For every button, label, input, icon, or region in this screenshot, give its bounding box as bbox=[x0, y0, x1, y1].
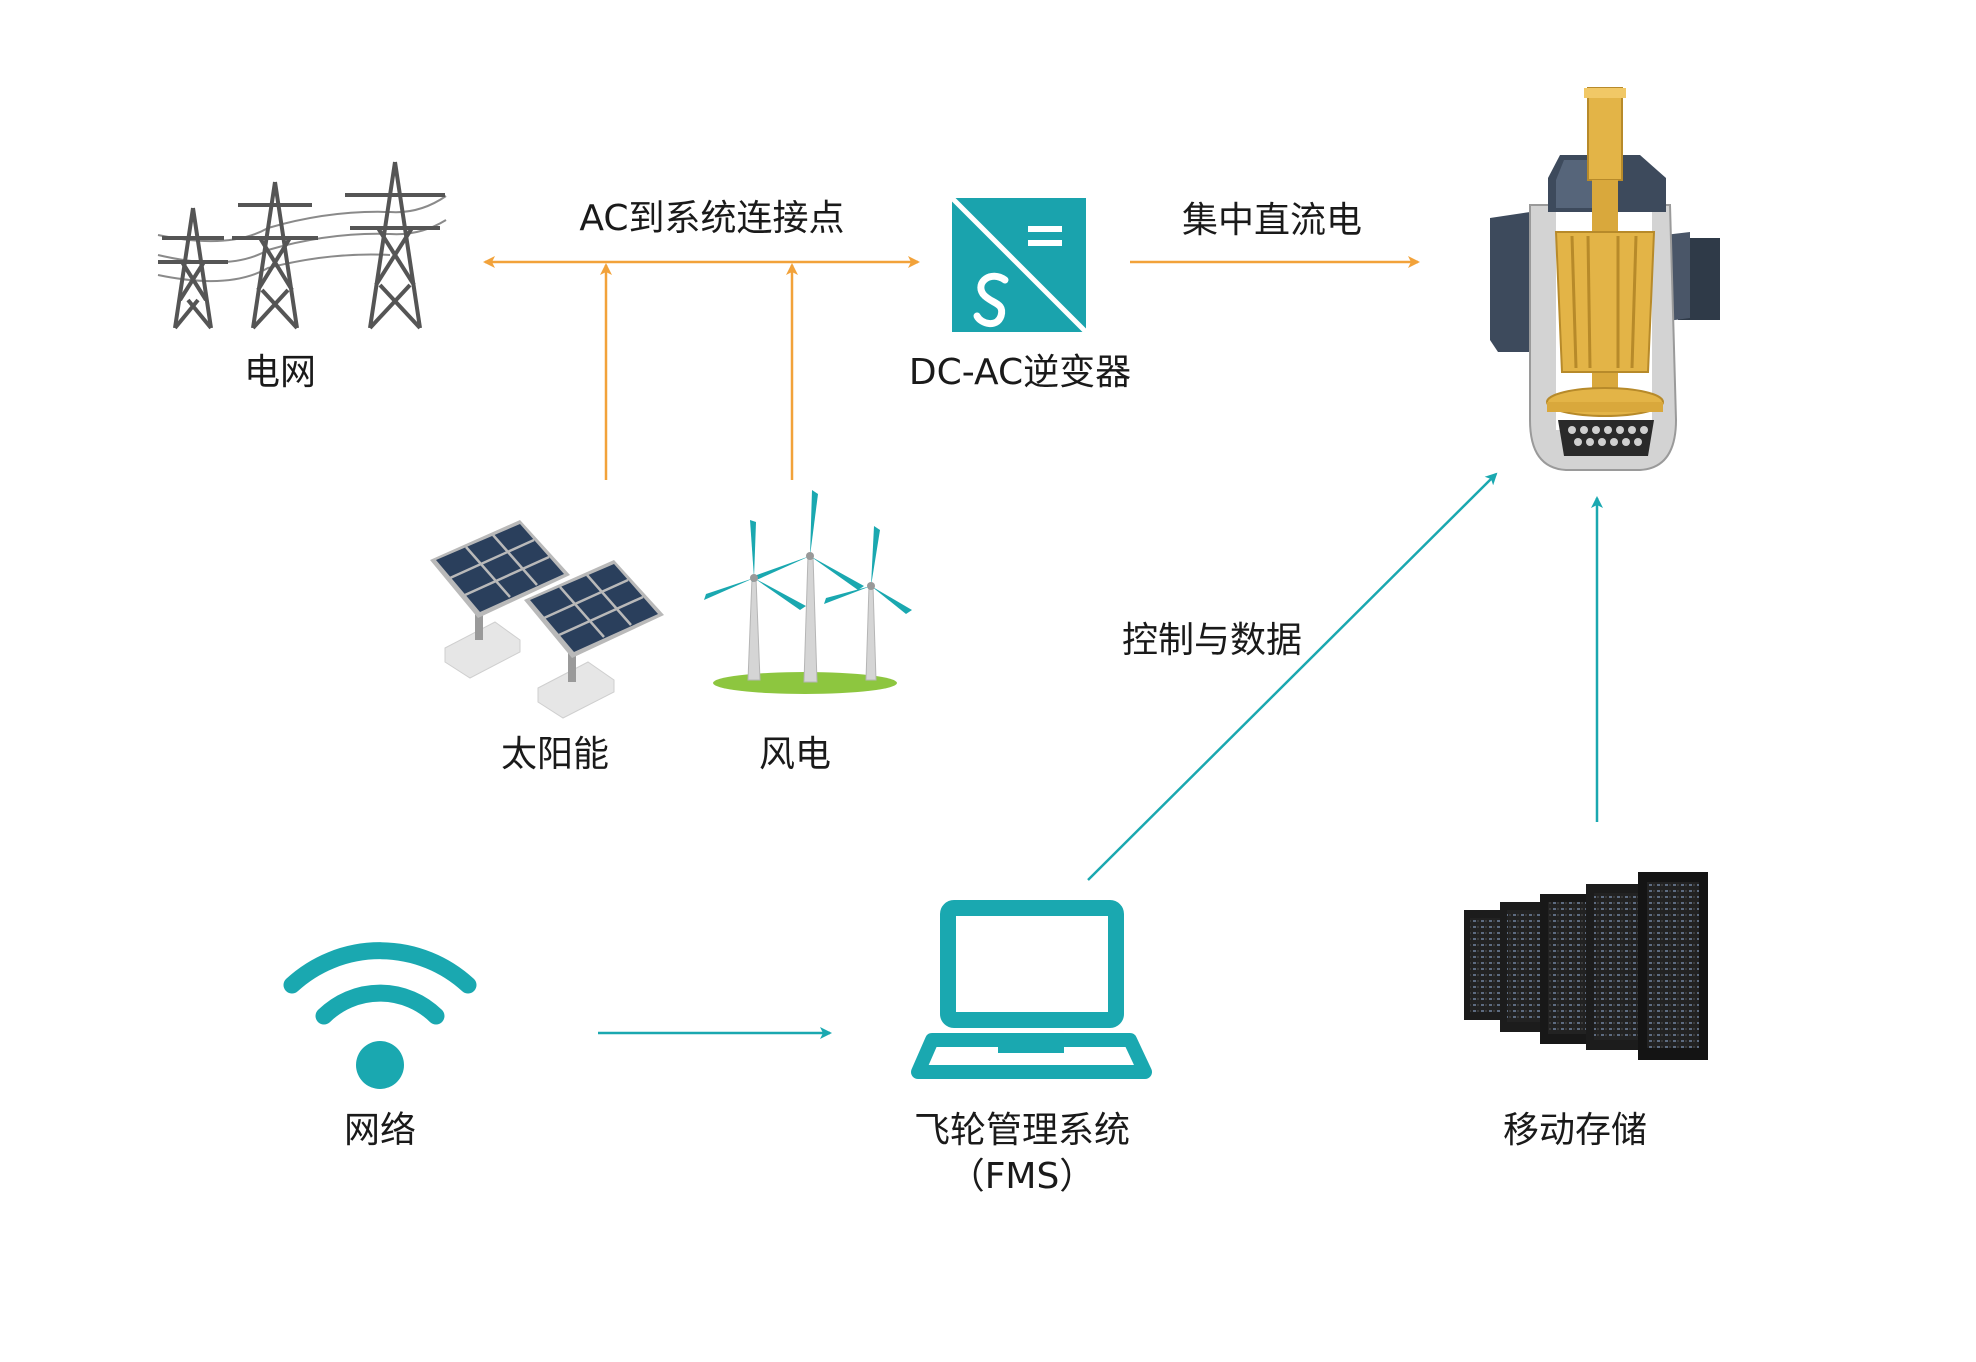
server-rack-icon bbox=[1464, 872, 1708, 1060]
flywheel-icon bbox=[1490, 87, 1720, 471]
solar-label: 太阳能 bbox=[500, 734, 610, 775]
inverter-label: DC-AC逆变器 bbox=[908, 352, 1132, 393]
network-label: 网络 bbox=[343, 1110, 417, 1151]
wind-turbine-icon bbox=[704, 490, 912, 694]
grid-label: 电网 bbox=[243, 352, 317, 393]
wind-label: 风电 bbox=[758, 734, 832, 775]
control-data-label: 控制与数据 bbox=[1121, 620, 1303, 661]
ac-connection-label: AC到系统连接点 bbox=[579, 198, 845, 239]
power-flow-arrows bbox=[483, 256, 1420, 480]
control-data-arrow bbox=[1087, 472, 1498, 881]
power-tower-icon bbox=[157, 161, 447, 330]
storage-label: 移动存储 bbox=[1502, 1110, 1648, 1151]
fms-label-line1: 飞轮管理系统 bbox=[913, 1110, 1131, 1151]
wifi-icon bbox=[283, 942, 477, 1089]
fms-label-line2: （FMS） bbox=[948, 1156, 1096, 1197]
dc-ac-inverter-icon bbox=[950, 196, 1088, 334]
solar-panel-icon bbox=[430, 520, 664, 719]
dc-bus-label: 集中直流电 bbox=[1181, 200, 1363, 241]
data-flow-arrows bbox=[598, 472, 1603, 1039]
laptop-icon bbox=[911, 900, 1152, 1079]
